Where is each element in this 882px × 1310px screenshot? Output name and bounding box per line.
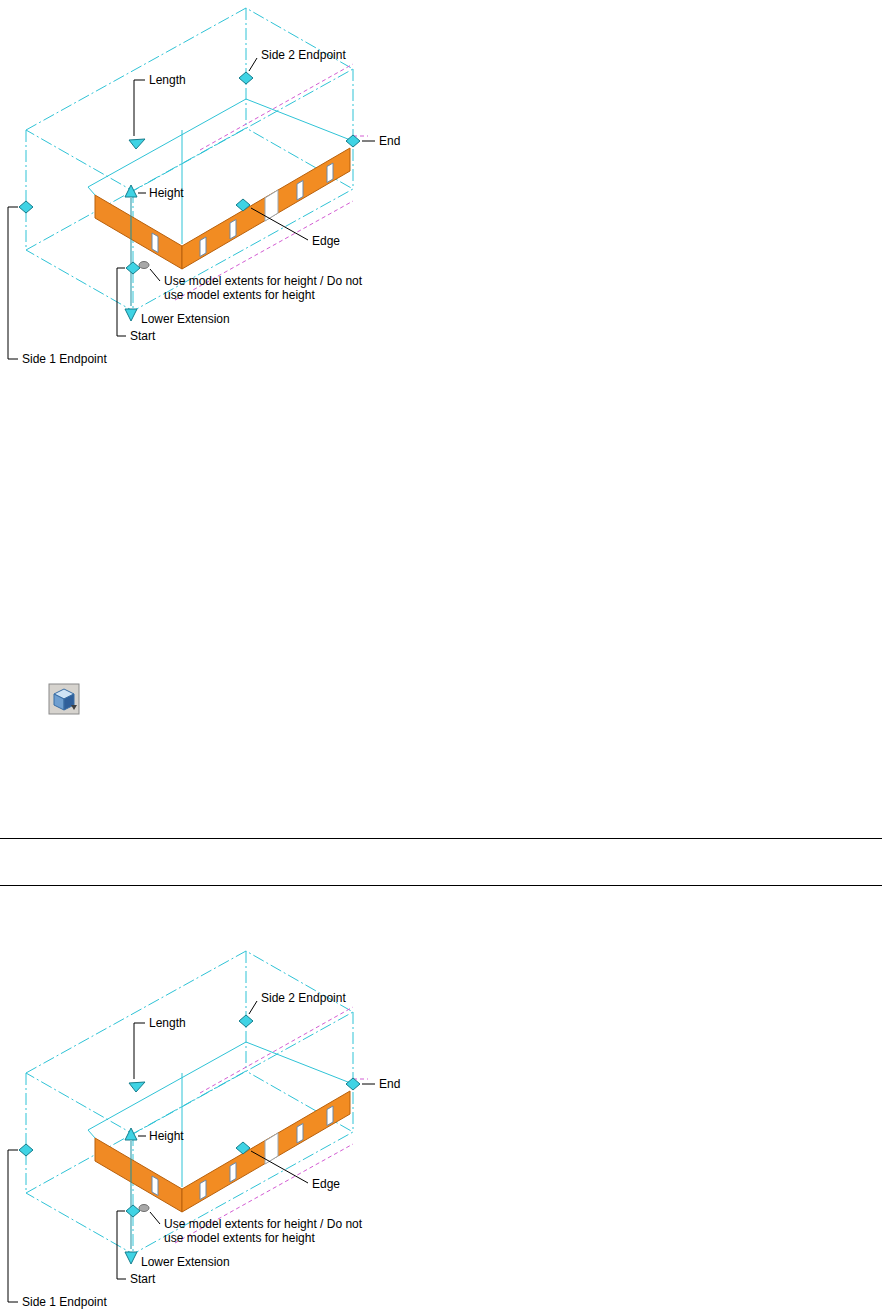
rule	[0, 885, 882, 886]
callout-label: Side 1 Endpoint	[22, 1295, 107, 1309]
icon-button	[49, 684, 79, 714]
callout-label: End	[379, 134, 400, 148]
callout-label: Lower Extension	[141, 1255, 230, 1269]
callout-label: Side 2 Endpoint	[261, 48, 346, 62]
figure-bottom	[8, 951, 375, 1302]
rule	[0, 838, 882, 839]
figure-top	[8, 8, 375, 359]
callout-label: End	[379, 1077, 400, 1091]
icon-cube-right	[64, 694, 74, 710]
callout-label: Height	[149, 1129, 184, 1143]
callout-label: Start	[130, 329, 155, 343]
callout-label: Use model extents for height / Do not us…	[164, 274, 364, 302]
callout-label: Lower Extension	[141, 312, 230, 326]
callout-label: Use model extents for height / Do not us…	[164, 1217, 364, 1245]
callout-label: Length	[149, 73, 186, 87]
toolbar-icon	[49, 684, 79, 714]
icon-dropdown	[71, 705, 77, 710]
callout-label: Start	[130, 1272, 155, 1286]
icon-cube-left	[54, 694, 64, 710]
callout-label: Side 1 Endpoint	[22, 352, 107, 366]
callout-label: Height	[149, 186, 184, 200]
callout-label: Length	[149, 1016, 186, 1030]
callout-label: Edge	[312, 1177, 340, 1191]
callout-label: Edge	[312, 234, 340, 248]
callout-label: Side 2 Endpoint	[261, 991, 346, 1005]
